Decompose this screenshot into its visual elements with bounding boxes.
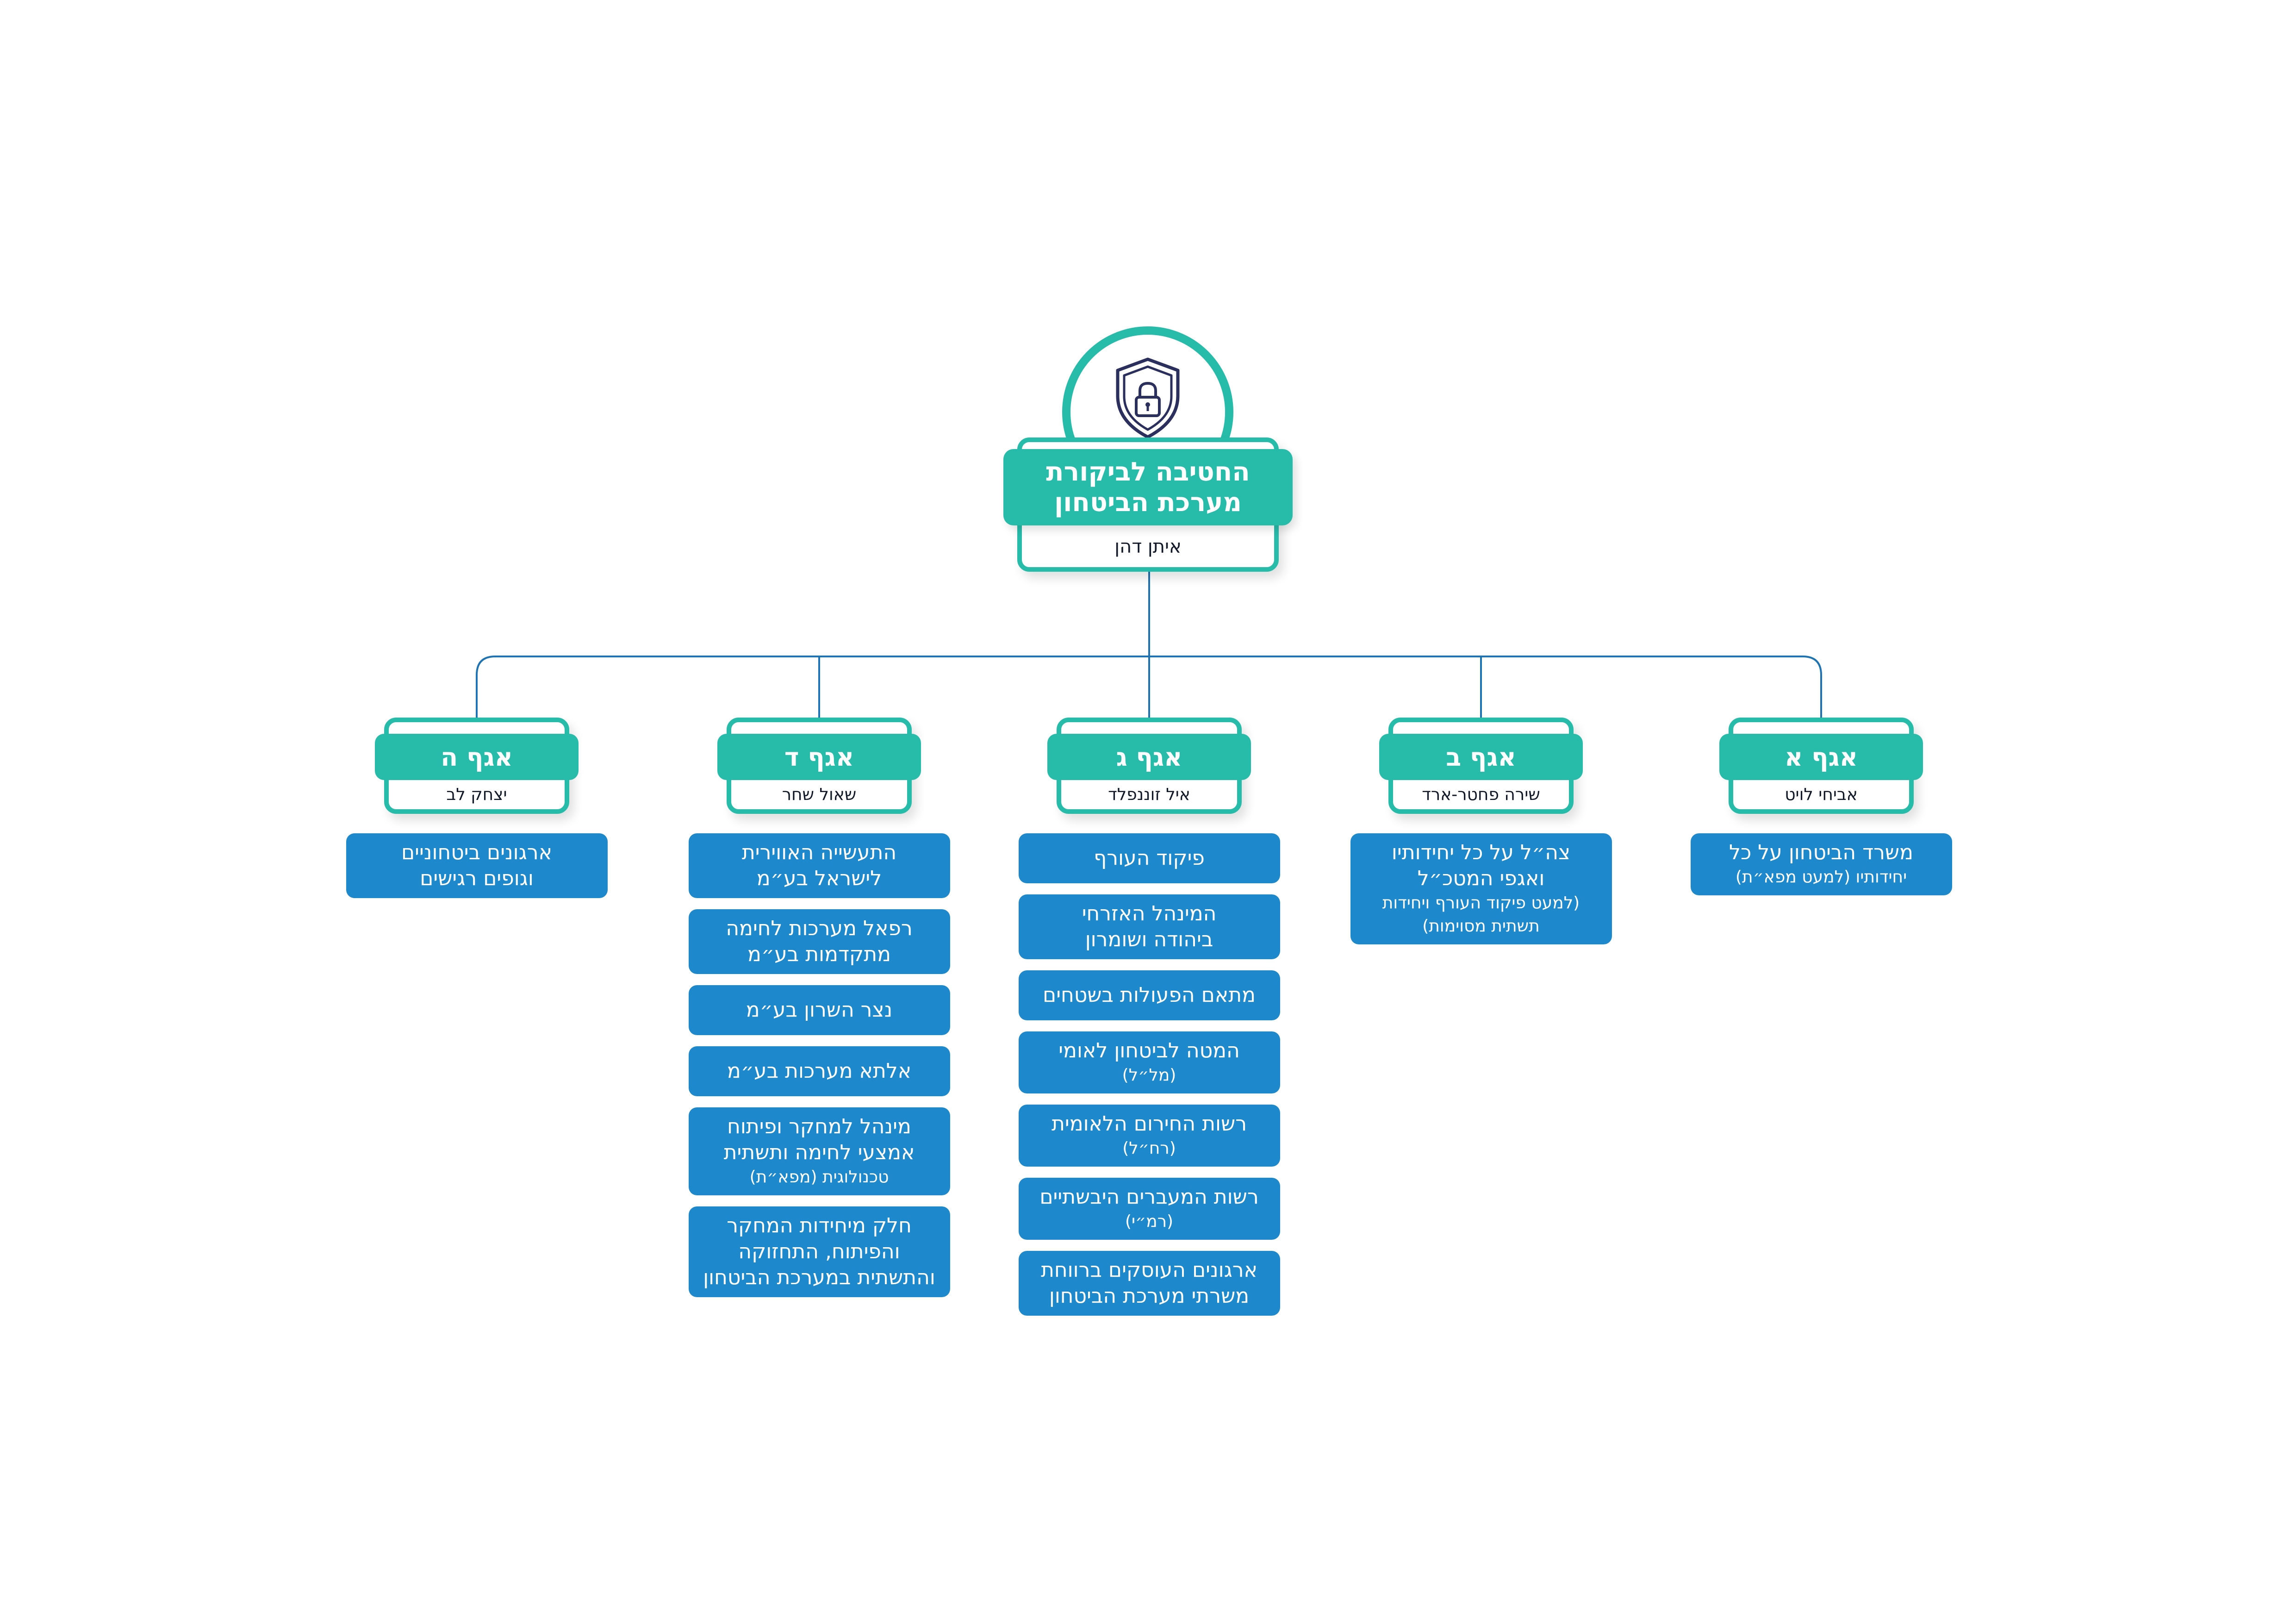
unit-box: מינהל למחקר ופיתוח אמצעי לחימה ותשתית טכנו…: [688, 1107, 950, 1195]
unit-text-line: אמצעי לחימה ותשתית: [723, 1141, 915, 1164]
unit-text-line: ביהודה ושומרון: [1085, 928, 1213, 951]
department-head-name: שירה פחטר-ארד: [1422, 785, 1540, 804]
unit-box: התעשייה האווירית לישראל בע״מ: [688, 833, 950, 898]
unit-box: חלק מיחידות המחקר והפיתוח, התחזוקה והתשתית…: [688, 1206, 950, 1297]
unit-text-line: משרד הביטחון על כל: [1729, 841, 1913, 864]
unit-text-line: המינהל האזרחי: [1082, 902, 1217, 925]
unit-box: רשות החירום הלאומית (רח״ל): [1018, 1105, 1280, 1167]
shield-lock-icon: [1116, 357, 1180, 439]
unit-note: (מל״ל): [1122, 1066, 1176, 1085]
unit-text-line: וגופים רגישים: [420, 867, 534, 890]
branch-line-outer-right: [1802, 656, 1822, 718]
root-node-title: החטיבה לביקורת מערכת הביטחון: [1003, 449, 1293, 525]
department-head-name: איל זוננפלד: [1108, 785, 1190, 804]
unit-note: יחידותיו (למעט מפא״ת): [1735, 868, 1907, 887]
unit-box: פיקוד העורף: [1018, 833, 1280, 883]
unit-box: נצר השרון בע״מ: [688, 985, 950, 1035]
department-title: אגף א: [1719, 734, 1923, 780]
unit-text-line: והפיתוח, התחזוקה: [738, 1240, 900, 1263]
unit-text-line: לישראל בע״מ: [756, 867, 882, 890]
unit-text-line: פיקוד העורף: [1094, 846, 1205, 870]
unit-box: רשות המעברים היבשתיים (רמ״י): [1018, 1178, 1280, 1240]
unit-box: המינהל האזרחי ביהודה ושומרון: [1018, 894, 1280, 959]
unit-text-line: ואגפי המטכ״ל: [1417, 867, 1545, 890]
unit-text-line: מתאם הפעולות בשטחים: [1043, 983, 1256, 1007]
unit-box: אלתא מערכות בע״מ: [688, 1046, 950, 1096]
department-title: אגף ג: [1047, 734, 1251, 780]
unit-text-line: רשות החירום הלאומית: [1051, 1112, 1247, 1136]
department-head-name: שאול שחר: [782, 785, 857, 804]
unit-text-line: ארגונים העוסקים ברווחת: [1041, 1258, 1257, 1282]
root-title-line: מערכת הביטחון: [1054, 487, 1242, 518]
unit-box: המטה לביטחון לאומי (מל״ל): [1018, 1031, 1280, 1093]
unit-box: רפאל מערכות לחימה מתקדמות בע״מ: [688, 909, 950, 974]
branch-line-outer-left: [476, 656, 496, 718]
unit-text-line: נצר השרון בע״מ: [746, 998, 893, 1022]
root-title-line: החטיבה לביקורת: [1046, 456, 1250, 487]
department-title: אגף ד: [717, 734, 921, 780]
department-head-name: אביחי לויט: [1785, 785, 1858, 804]
unit-text-line: רשות המעברים היבשתיים: [1039, 1185, 1259, 1209]
unit-text-line: המטה לביטחון לאומי: [1058, 1039, 1240, 1062]
root-node-head-name: איתן דהן: [1114, 536, 1182, 557]
unit-text-line: ארגונים ביטחוניים: [401, 841, 553, 864]
unit-text-line: צה״ל על כל יחידותיו: [1391, 841, 1571, 864]
unit-box: מתאם הפעולות בשטחים: [1018, 970, 1280, 1020]
department-title: אגף ב: [1379, 734, 1583, 780]
unit-text-line: משרתי מערכת הביטחון: [1049, 1284, 1250, 1308]
unit-text-line: רפאל מערכות לחימה: [726, 917, 913, 940]
department-head-name: יצחק לב: [446, 785, 507, 804]
unit-text-line: התעשייה האווירית: [741, 841, 897, 864]
unit-text-line: מינהל למחקר ופיתוח: [727, 1115, 911, 1138]
unit-box: ארגונים ביטחוניים וגופים רגישים: [346, 833, 608, 898]
unit-text-line: חלק מיחידות המחקר: [727, 1214, 912, 1237]
unit-note: (למעט פיקוד העורף ויחידות תשתית מסוימות): [1382, 893, 1580, 936]
unit-note: (רח״ל): [1122, 1139, 1176, 1158]
unit-box: צה״ל על כל יחידותיו ואגפי המטכ״ל (למעט פיק…: [1350, 833, 1612, 944]
unit-text-line: אלתא מערכות בע״מ: [727, 1059, 912, 1083]
unit-box: משרד הביטחון על כל יחידותיו (למעט מפא״ת): [1690, 833, 1952, 895]
unit-note: טכנולוגית (מפא״ת): [749, 1168, 889, 1187]
unit-note: (רמ״י): [1125, 1212, 1174, 1231]
unit-text-line: מתקדמות בע״מ: [747, 943, 891, 966]
department-title: אגף ה: [375, 734, 579, 780]
unit-text-line: והתשתית במערכת הביטחון: [703, 1266, 935, 1289]
